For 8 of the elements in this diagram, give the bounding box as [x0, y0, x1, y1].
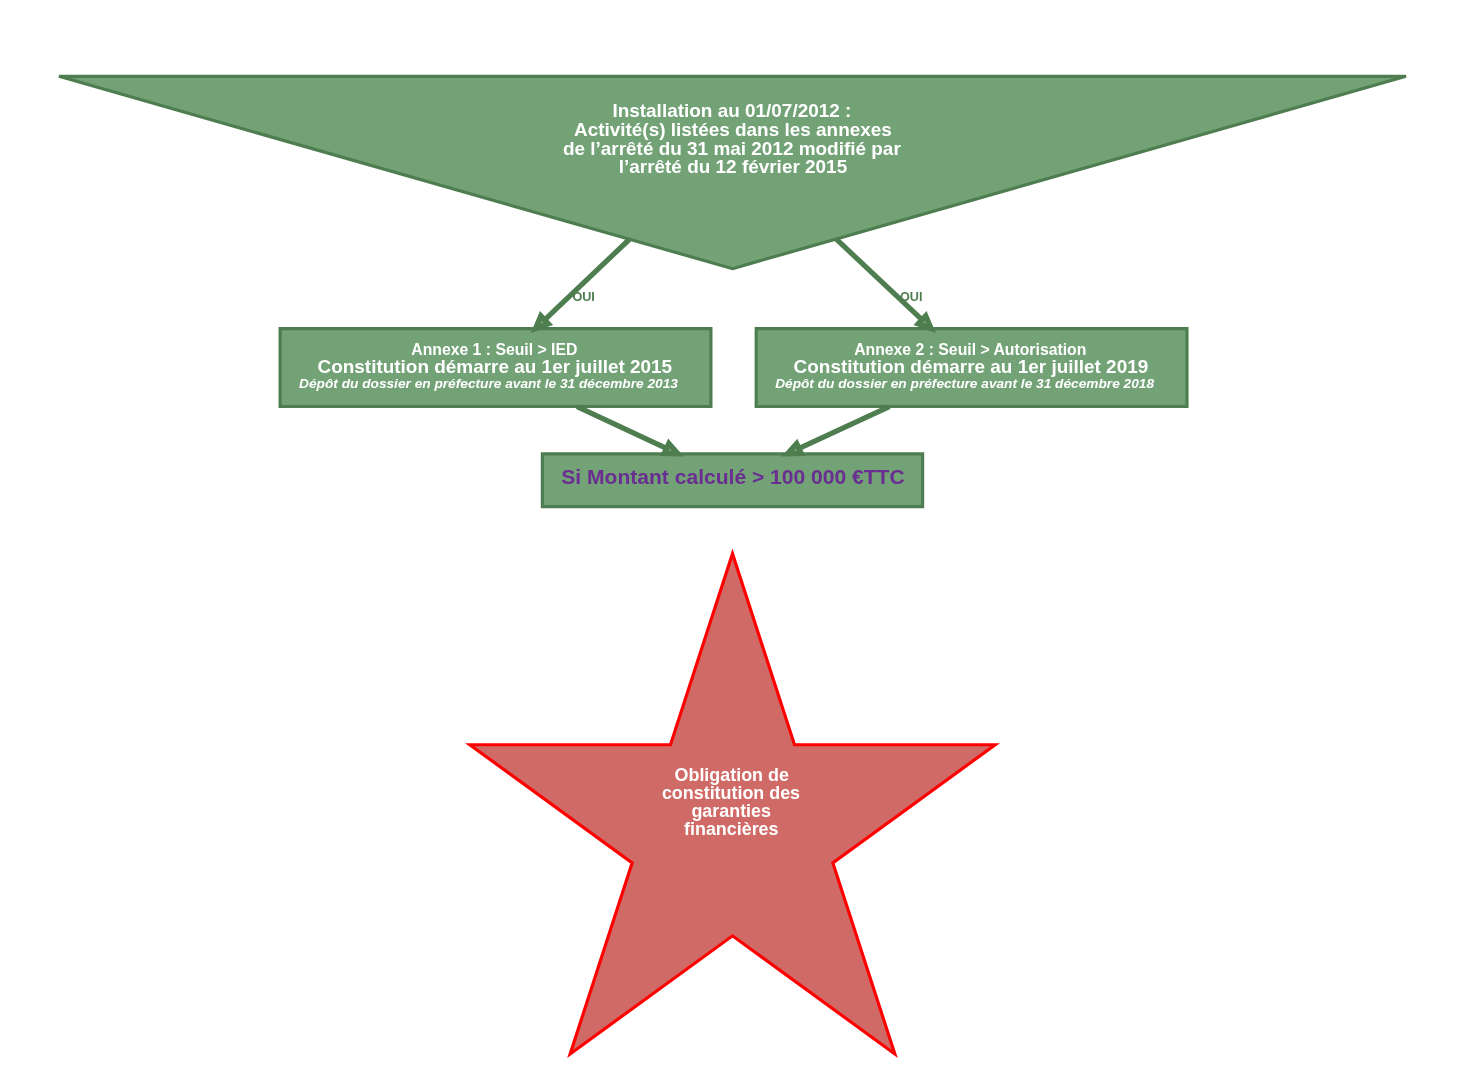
node-box: Annexe 2 : Seuil > Autorisation Constitution démarre au 1er juillet 2019 Dépôt du dossier en préfecture avant le 31 décembre 2018 [754, 327, 1189, 409]
arrow [575, 404, 684, 457]
arrow [530, 237, 631, 334]
edge-label: OUI [571, 289, 595, 304]
arrow [834, 237, 936, 333]
node-box: Si Montant calculé > 100 000 €TTC [540, 452, 924, 509]
arrow [781, 404, 890, 457]
node-box: Annexe 1 : Seuil > IED Constitution démarre au 1er juillet 2015 Dépôt du dossier en préfecture avant le 31 décembre 2013 [278, 327, 712, 409]
